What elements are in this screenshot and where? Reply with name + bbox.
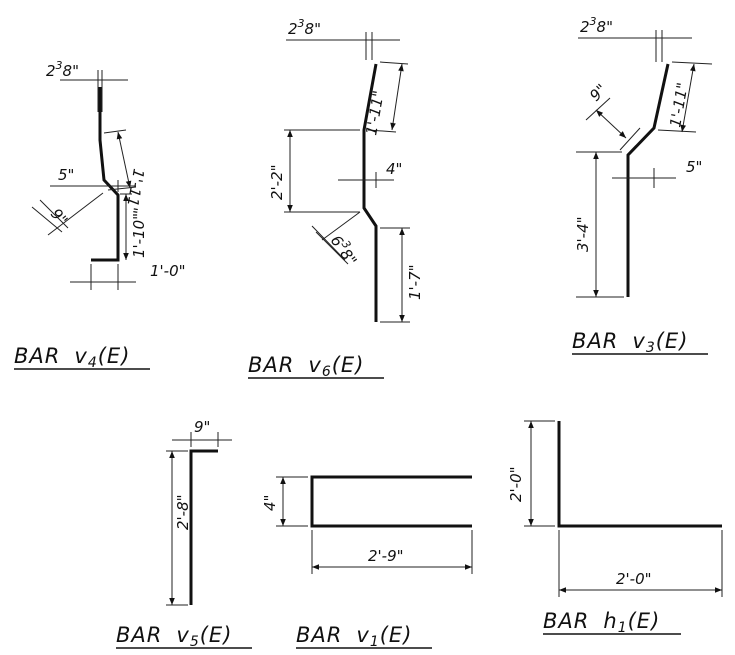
bar-v6-left-height-label: 2'-2" — [268, 164, 286, 200]
bar-v6-lower-length-label: 1'-7" — [406, 264, 424, 300]
bar-v4-upper-length-line — [116, 131, 132, 189]
bar-v6-upper-length-ext-top — [379, 61, 409, 65]
bar-v1-shape — [310, 475, 472, 528]
bar-v1-diagram: 4" 2'-9" — [261, 475, 473, 574]
bar-v5-diagram: 9" 2'-8" — [166, 418, 232, 606]
bar-v6-bend-ext-2 — [321, 211, 361, 241]
bar-v4-lower-length-label: 1'-10" — [130, 213, 148, 258]
bar-v6-shape — [362, 63, 378, 322]
bar-v3-lower-length-label: 3'-4" — [574, 216, 592, 252]
bar-v3-bend-ext-1 — [585, 97, 611, 121]
bar-v4-shape — [91, 87, 120, 262]
bar-v6-jog-label: 4" — [386, 160, 402, 178]
bar-v6-upper-length-ext-bottom — [367, 129, 397, 133]
bar-v4-hook-label: 1'-0" — [150, 262, 186, 280]
bar-v4-bend-ext-2 — [47, 192, 104, 236]
bar-v3-offset-label: 238" — [580, 15, 613, 36]
bar-v6-offset-label: 238" — [288, 17, 321, 38]
bar-v6-upper-length-label: 1'-11" — [362, 89, 388, 137]
bar-v4-upper-length-ext-bottom — [107, 186, 137, 191]
bar-v6-diagram: 238" 1'-11" 2'-2" 4" 638" 1'-7" — [268, 17, 424, 323]
bar-v4-bend-label: 9" — [47, 205, 71, 229]
bar-v6-bend-ext-1 — [311, 225, 346, 261]
bar-h1-height-label: 2'-0" — [507, 466, 525, 502]
bar-v5-hook-label: 9" — [194, 418, 210, 436]
bar-h1-diagram: 2'-0" 2'-0" — [507, 420, 723, 597]
bar-v1-height-label: 4" — [261, 495, 279, 511]
bar-v4-diagram: 238" 1'-11" 5" 9" 1'-10" 1'-0" — [31, 59, 186, 290]
bar-v5-length-label: 2'-8" — [174, 494, 192, 530]
bar-h1-shape — [557, 421, 722, 528]
bar-v4-offset-label: 238" — [46, 59, 79, 80]
bar-v3-jog-label: 5" — [686, 158, 702, 176]
bar-v6-bend-line — [315, 231, 349, 265]
bar-v3-bend-line — [595, 109, 627, 139]
bar-v3-upper-length-label: 1'-11" — [666, 81, 692, 129]
bar-h1-length-label: 2'-0" — [616, 570, 652, 588]
bar-v6-bend-label: 638" — [327, 230, 363, 269]
bar-v4-upper-length-ext-top — [103, 129, 127, 134]
bar-v3-bend-ext-2 — [619, 127, 641, 151]
bar-v3-shape — [626, 63, 670, 297]
bar-v5-shape — [189, 449, 218, 605]
bar-v4-jog-label: 5" — [58, 166, 74, 184]
bar-v6-upper-length-line — [390, 63, 404, 131]
bar-v3-upper-length-line — [680, 63, 696, 133]
bar-v3-upper-length-ext-bottom — [657, 129, 697, 133]
bar-v3-diagram: 238" 9" 1'-11" 3'-4" 5" — [574, 15, 713, 298]
bar-v3-upper-length-ext-top — [671, 61, 713, 65]
bar-v4-bend-line — [39, 199, 69, 229]
bar-v1-length-label: 2'-9" — [368, 547, 404, 565]
